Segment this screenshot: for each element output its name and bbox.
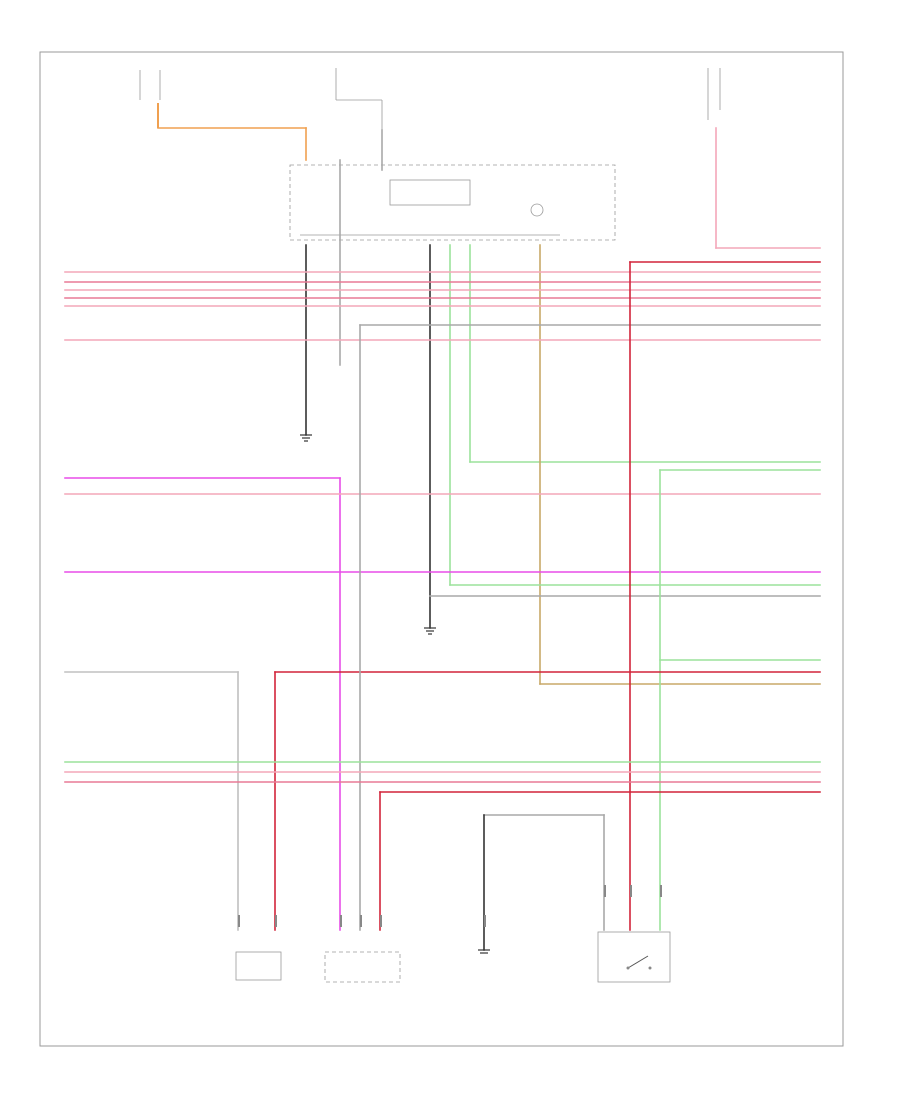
power-source-center [335, 68, 383, 130]
ground-symbol-icon [300, 434, 312, 442]
power-source-right [707, 68, 721, 120]
component-right [597, 931, 671, 983]
ground-symbol-icon [424, 627, 436, 635]
bus-lines-top [64, 261, 821, 341]
bus-lines-bottom [64, 761, 821, 931]
ground-symbol-icon [478, 949, 490, 954]
switch-symbol-icon [626, 955, 652, 970]
indicator-lamp-icon [530, 203, 544, 217]
diagram-frame [39, 51, 844, 1047]
instrument-cluster [289, 164, 616, 241]
component-center [324, 951, 401, 983]
connector-pins [238, 885, 662, 927]
component-left [235, 951, 282, 981]
power-source-left [139, 70, 161, 128]
